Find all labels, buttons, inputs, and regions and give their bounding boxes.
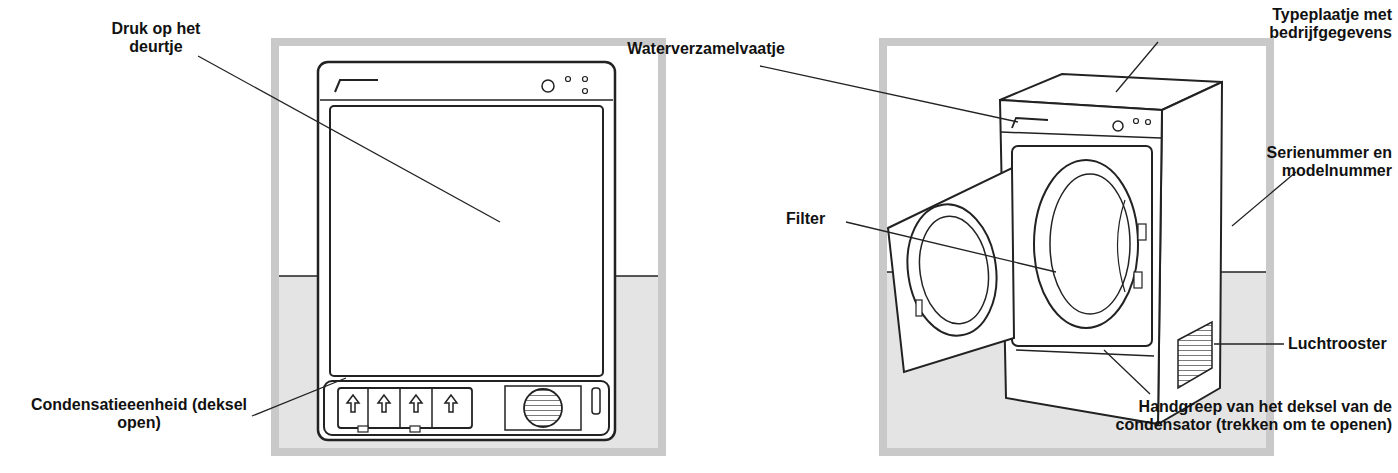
- water-container-label: Waterverzamelvaatje: [596, 40, 816, 58]
- rating-plate-label: Typeplaatje met bedrijfgegevens: [1160, 6, 1392, 42]
- condenser-label: Condensatieeenheid (deksel open): [28, 396, 250, 432]
- filter-label: Filter: [786, 210, 844, 228]
- handle-label: Handgreep van het deksel van de condensa…: [1090, 398, 1392, 434]
- door-label: Druk op het deurtje: [100, 20, 212, 56]
- serial-label: Serienummer en modelnummer: [1250, 144, 1392, 180]
- grille-label: Luchtrooster: [1288, 335, 1392, 353]
